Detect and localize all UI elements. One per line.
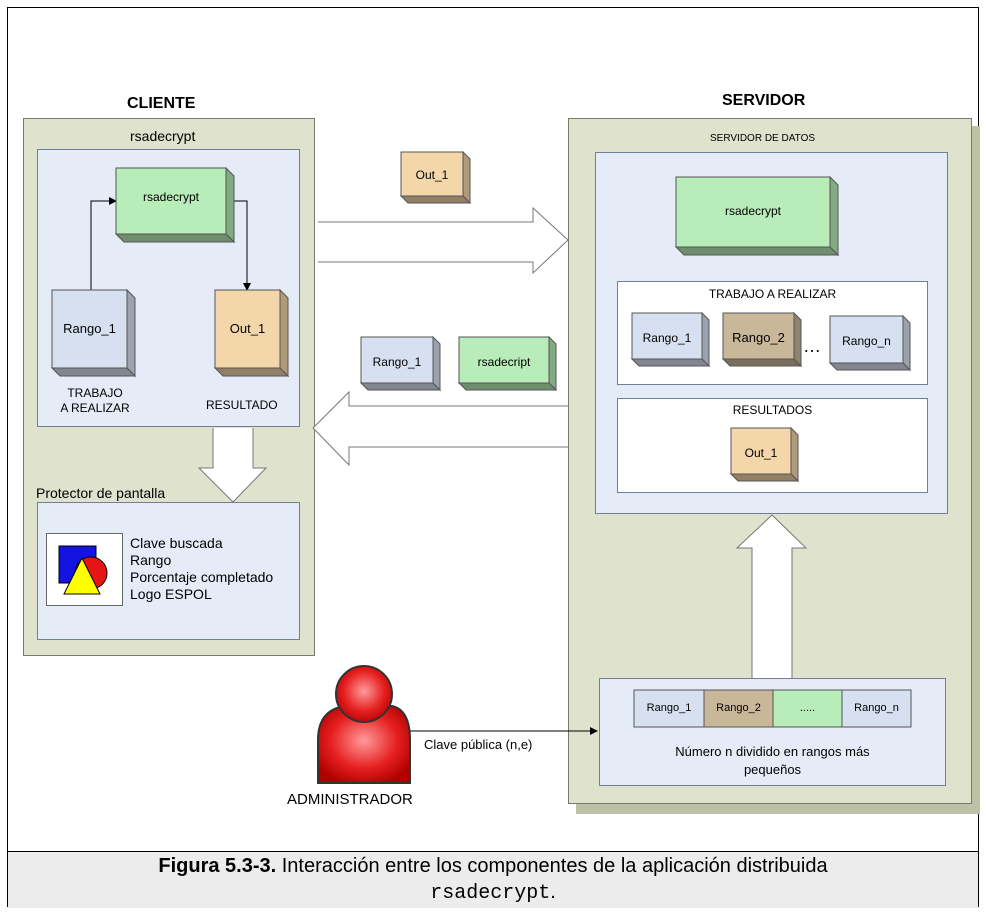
- caption-text: Interacción entre los componentes de la …: [281, 855, 828, 877]
- cliente-rsadecrypt-box-front: [115, 167, 227, 235]
- transfer-rango-box: [359, 335, 442, 392]
- arrow-down-icon: [197, 428, 268, 503]
- servidor-rango-1-box: [630, 311, 711, 368]
- cliente-app-label: rsadecrypt: [130, 128, 196, 144]
- caption-line2: rsadecrypt.: [8, 881, 978, 905]
- transfer-rango-box-side: [432, 335, 441, 392]
- servidor-rango-n-box: [828, 314, 912, 372]
- servidor-rsadecrypt-box: [674, 175, 840, 257]
- split-cell-1: Rango_2: [716, 702, 761, 714]
- servidor-rsadecrypt-box-bottom: [674, 246, 840, 256]
- servidor-split-caption-1: Número n dividido en rangos más: [675, 744, 870, 759]
- protector-label: Protector de pantalla: [36, 485, 166, 501]
- servidor-out-box-label: Out_1: [744, 445, 778, 460]
- protector-item-0: Clave buscada: [130, 535, 223, 551]
- servidor-out-box-side: [790, 426, 799, 483]
- cliente-rango-box-front: [51, 289, 128, 369]
- cliente-rango-box-side: [126, 288, 136, 378]
- cliente-out-box-front: [214, 289, 281, 369]
- servidor-rango-1-box-front: [631, 312, 703, 360]
- cliente-resultado-label: RESULTADO: [206, 398, 278, 412]
- arrow-to-server-icon: [318, 206, 569, 275]
- servidor-out-box-front: [730, 427, 792, 475]
- transfer-rango-box-label: Rango_1: [372, 354, 422, 369]
- shapes-logo-icon: [58, 545, 108, 595]
- cliente-out-box-side: [279, 288, 289, 378]
- cliente-out-box-label: Out_1: [229, 320, 266, 336]
- servidor-rango-1-box-label: Rango_1: [642, 330, 692, 345]
- servidor-out-box: [729, 426, 800, 483]
- transfer-out-box-label: Out_1: [415, 168, 449, 183]
- servidor-datos-label: SERVIDOR DE DATOS: [710, 133, 816, 144]
- protector-item-1: Rango: [130, 552, 172, 568]
- split-cell-0: Rango_1: [646, 702, 692, 714]
- arrow-up-icon: [735, 514, 808, 678]
- servidor-split-caption-2: pequeños: [743, 762, 802, 777]
- transfer-rsadecript-box-side: [548, 335, 557, 392]
- transfer-rango-box-bottom: [359, 382, 442, 391]
- connector-rango-to-rsadecrypt: [90, 197, 117, 290]
- servidor-rango-2-box-front: [722, 312, 795, 360]
- servidor-rango-1-box-side: [701, 311, 710, 368]
- servidor-rango-n-box-side: [902, 314, 911, 372]
- transfer-out-box-side: [462, 150, 471, 205]
- servidor-out-box-bottom: [729, 473, 800, 482]
- servidor-rango-1-box-bottom: [630, 358, 711, 367]
- servidor-title: SERVIDOR: [722, 92, 806, 109]
- admin-person-icon: [317, 665, 411, 784]
- servidor-rsadecrypt-box-label: rsadecrypt: [724, 204, 782, 219]
- split-cell-3: Rango_n: [854, 702, 899, 714]
- servidor-split-caption: Número n dividido en rangos más pequeños: [599, 743, 946, 779]
- servidor-trabajo-label: TRABAJO A REALIZAR: [708, 287, 837, 301]
- caption-line1: Figura 5.3-3. Interacción entre los comp…: [8, 855, 978, 878]
- cliente-trabajo-line2: A REALIZAR: [60, 401, 130, 415]
- servidor-rango-2-box-side: [793, 311, 802, 368]
- transfer-rsadecript-box: [457, 335, 558, 392]
- admin-clave-label: Clave pública (n,e): [424, 737, 533, 752]
- servidor-rango-2-box-bottom: [721, 358, 803, 367]
- servidor-rango-2-box-label: Rango_2: [732, 329, 785, 345]
- transfer-rsadecript-box-bottom: [457, 382, 558, 391]
- transfer-out-box-bottom: [399, 195, 472, 204]
- servidor-rsadecrypt-box-side: [829, 175, 839, 257]
- cliente-title: CLIENTE: [127, 95, 196, 112]
- cliente-rango-box: [50, 288, 137, 378]
- servidor-rango-n-box-bottom: [828, 362, 912, 371]
- figure-caption: [8, 851, 978, 908]
- transfer-rsadecript-box-label: rsadecript: [477, 354, 531, 369]
- caption-suffix: .: [550, 881, 556, 903]
- transfer-out-box-front: [400, 151, 464, 197]
- cliente-rsadecrypt-box-label: rsadecrypt: [142, 189, 200, 204]
- arrow-to-client-icon: [312, 390, 568, 467]
- transfer-out-box: [399, 150, 472, 205]
- split-cell-2: .....: [799, 702, 816, 714]
- servidor-rsadecrypt-box-front: [675, 176, 831, 248]
- cliente-rsadecrypt-box-bottom: [114, 233, 236, 243]
- split-cells: [633, 689, 912, 728]
- protector-item-2: Porcentaje completado: [130, 569, 274, 585]
- servidor-rango-n-box-front: [829, 315, 904, 364]
- transfer-rango-box-front: [360, 336, 434, 384]
- servidor-resultados-label: RESULTADOS: [732, 403, 813, 417]
- caption-prefix: Figura 5.3-3.: [158, 855, 277, 877]
- transfer-rsadecript-box-front: [458, 336, 550, 384]
- cliente-out-box: [213, 288, 290, 378]
- caption-code: rsadecrypt: [430, 882, 551, 905]
- cliente-rsadecrypt-box: [114, 166, 236, 244]
- cliente-trabajo-line1: TRABAJO: [67, 386, 123, 400]
- cliente-rsadecrypt-box-side: [225, 166, 235, 244]
- servidor-rango-2-box: [721, 311, 803, 368]
- protector-item-3: Logo ESPOL: [130, 586, 212, 602]
- cliente-rango-box-label: Rango_1: [63, 320, 116, 336]
- protector-items: Clave buscada Rango Porcentaje completad…: [130, 535, 273, 603]
- admin-label: ADMINISTRADOR: [287, 791, 413, 808]
- servidor-ellipsis: …: [803, 336, 821, 356]
- servidor-rango-n-box-label: Rango_n: [842, 334, 891, 349]
- cliente-trabajo-label: TRABAJO A REALIZAR: [50, 386, 140, 416]
- cliente-rango-box-bottom: [50, 367, 137, 377]
- cliente-out-box-bottom: [213, 367, 290, 377]
